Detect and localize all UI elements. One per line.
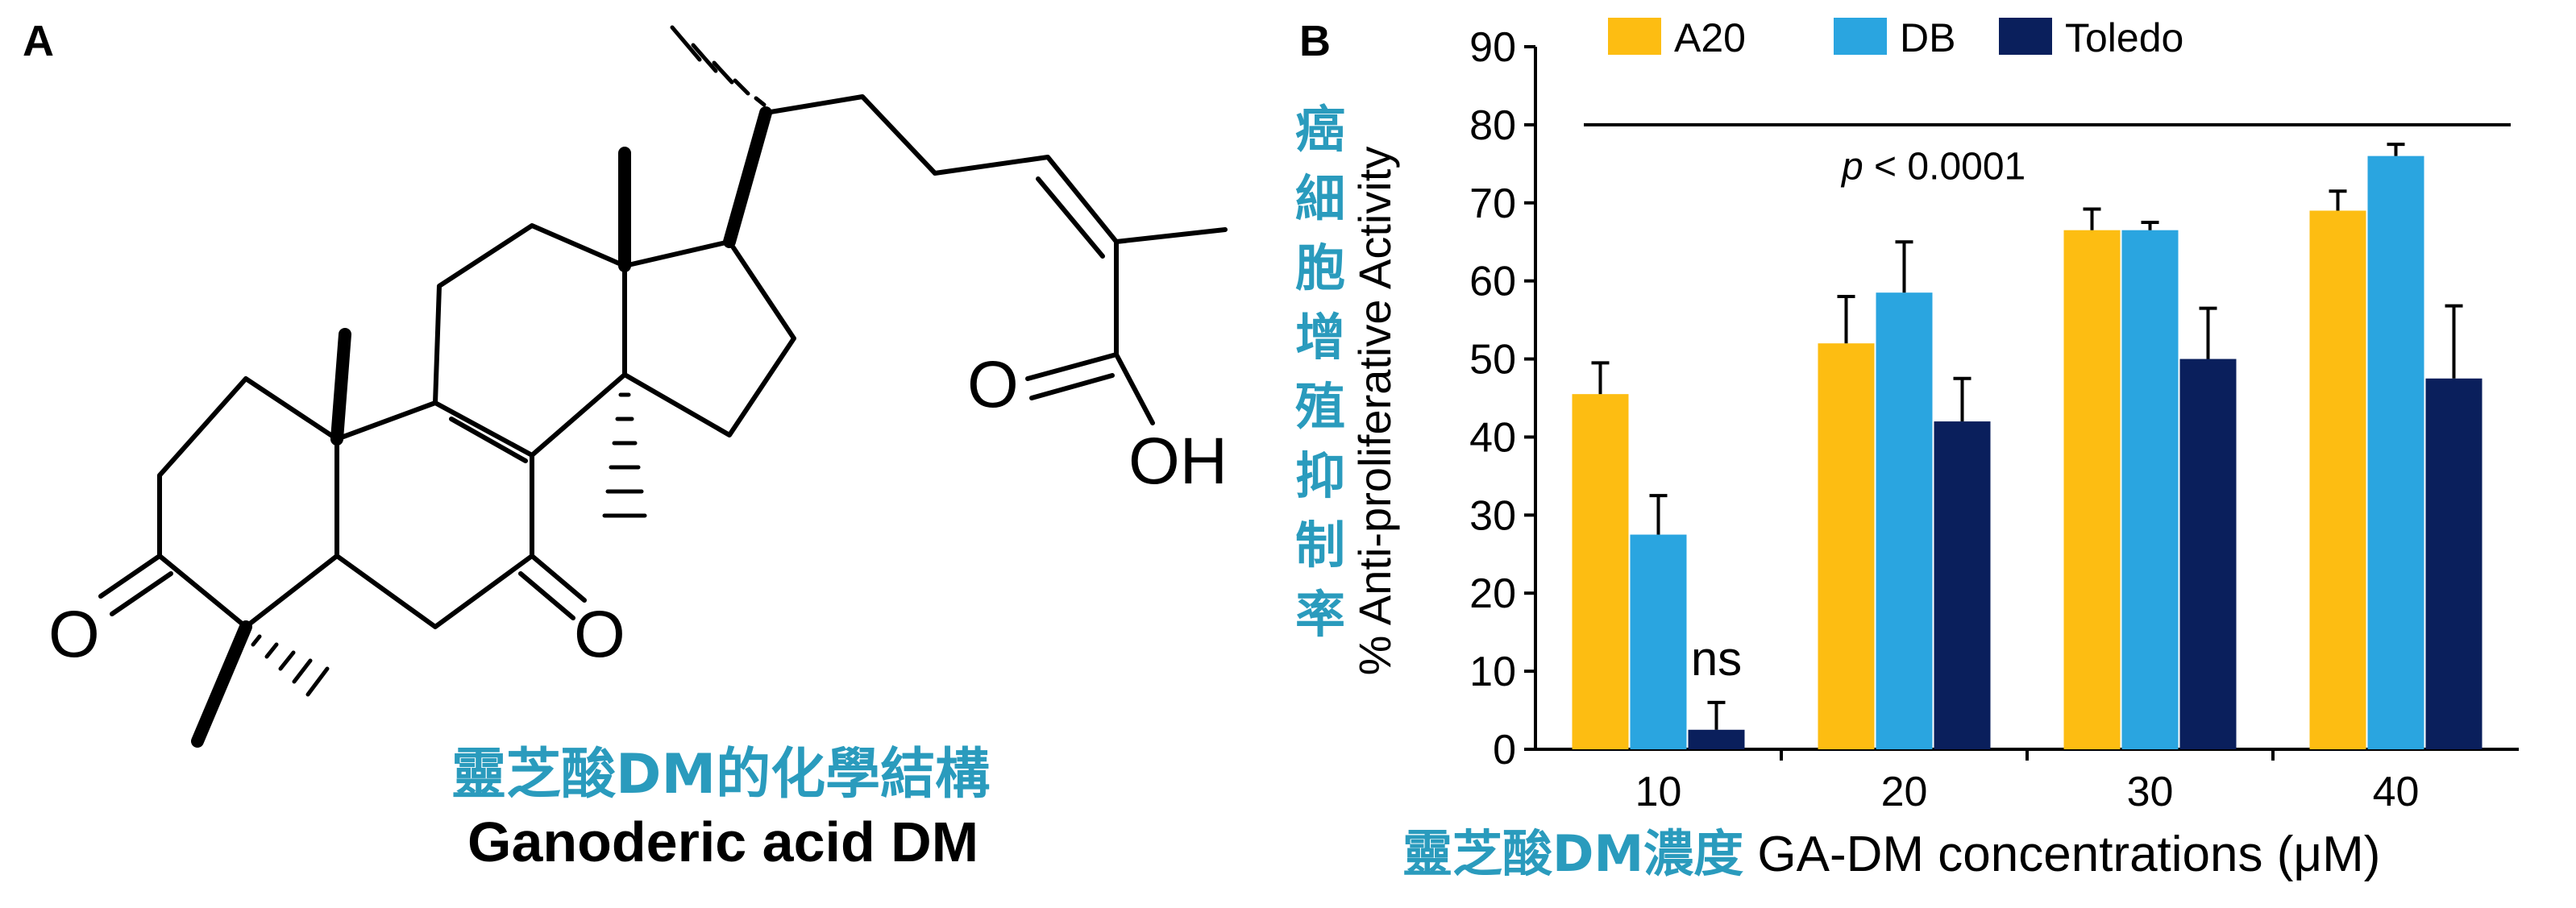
side-chain-double <box>1036 176 1105 259</box>
c7-ketone-bond-1 <box>530 554 587 603</box>
x-axis-label-row: 靈芝酸DM濃度 GA-DM concentrations (μM) <box>1402 822 2380 887</box>
panel-a-letter: A <box>23 17 54 65</box>
ganoderic-acid-structure: O O O OH <box>48 25 1228 748</box>
c7-ketone-bond-2 <box>518 571 575 620</box>
c8-c9-double <box>449 417 528 463</box>
y-tick-label: 60 <box>1469 259 1516 305</box>
legend-label-toledo: Toledo <box>2065 15 2183 60</box>
bar-a20-20 <box>1818 343 1875 749</box>
y-tick-label: 10 <box>1469 649 1516 695</box>
bar-db-30 <box>2121 230 2179 749</box>
ns-label: ns <box>1691 632 1742 686</box>
hydroxyl-bond <box>1114 352 1155 425</box>
legend-swatch-db <box>1834 18 1887 55</box>
significance-text: p < 0.0001 <box>1840 146 2025 189</box>
y-tick-label: 0 <box>1493 727 1516 773</box>
bar-toledo-20 <box>1934 421 1991 749</box>
ketone-7-oxygen: O <box>574 598 625 671</box>
ring-d <box>622 239 796 437</box>
c10-methyl <box>330 328 351 446</box>
bar-toledo-10 <box>1688 729 1745 749</box>
bar-a20-10 <box>1572 394 1629 749</box>
c14-hashed-methyl <box>602 392 647 518</box>
bar-toledo-30 <box>2179 359 2237 749</box>
legend-label-a20: A20 <box>1674 15 1746 60</box>
y-axis-label: % Anti-proliferative Activity <box>1349 147 1400 676</box>
carbonyl-bond-1 <box>1025 352 1119 381</box>
y-tick-label: 40 <box>1469 414 1516 461</box>
y-axis: 0 10 20 30 40 50 60 70 80 90 <box>1469 24 1537 773</box>
x-tick-label: 30 <box>2127 769 2174 815</box>
carbonyl-oxygen: O <box>967 348 1019 421</box>
y-tick-label: 80 <box>1469 102 1516 149</box>
x-tick-label: 20 <box>1881 769 1928 815</box>
significance-rest: < 0.0001 <box>1863 146 2026 189</box>
ring-c <box>433 223 627 458</box>
bar-db-10 <box>1630 534 1687 749</box>
y-tick-label: 90 <box>1469 24 1516 71</box>
legend: A20 DB Toledo <box>1608 15 2183 60</box>
bar-a20-40 <box>2309 210 2366 749</box>
c4-methyl-bold <box>191 620 252 748</box>
y-axis-label-zh: 癌細胞增殖抑制率 <box>1294 100 1345 644</box>
panel-a-caption-zh: 靈芝酸DM的化學結構 <box>451 743 991 806</box>
bar-db-40 <box>2367 155 2424 750</box>
y-tick-label: 30 <box>1469 492 1516 539</box>
ketone-3-oxygen: O <box>48 598 100 671</box>
hashed-bonds <box>251 25 767 697</box>
c17-c20-bold <box>723 106 772 248</box>
side-chain <box>763 94 1228 244</box>
bar-toledo-40 <box>2425 378 2483 749</box>
y-tick-label: 20 <box>1469 570 1516 617</box>
x-tick-label: 40 <box>2373 769 2420 815</box>
bar-db-20 <box>1876 292 1933 749</box>
c4-hashed-methyl <box>251 634 330 697</box>
x-axis: 10 20 30 40 <box>1535 748 2519 815</box>
y-tick-label: 70 <box>1469 180 1516 227</box>
y-tick-label: 50 <box>1469 337 1516 384</box>
significance-italic: p <box>1840 146 1863 189</box>
legend-swatch-a20 <box>1608 18 1661 55</box>
x-axis-label-en: GA-DM concentrations (μM) <box>1757 827 2381 882</box>
c20-hashed-methyl <box>670 25 767 107</box>
carbonyl-bond-2 <box>1029 373 1115 400</box>
x-tick-label: 10 <box>1635 769 1682 815</box>
bars-group <box>1572 143 2483 750</box>
hydroxyl-label: OH <box>1128 425 1228 498</box>
ring-b <box>334 400 534 629</box>
legend-swatch-toledo <box>1999 18 2052 55</box>
legend-label-db: DB <box>1900 15 1955 60</box>
x-axis-label-zh: 靈芝酸DM濃度 <box>1402 824 1744 883</box>
c3-ketone-bond-2 <box>110 571 173 616</box>
panel-b-letter: B <box>1299 17 1331 65</box>
panel-a-caption-en: Ganoderic acid DM <box>467 811 979 873</box>
c3-ketone-bond-1 <box>98 554 162 599</box>
annotations: ns p < 0.0001 <box>1584 122 2511 686</box>
bar-a20-30 <box>2063 230 2121 749</box>
